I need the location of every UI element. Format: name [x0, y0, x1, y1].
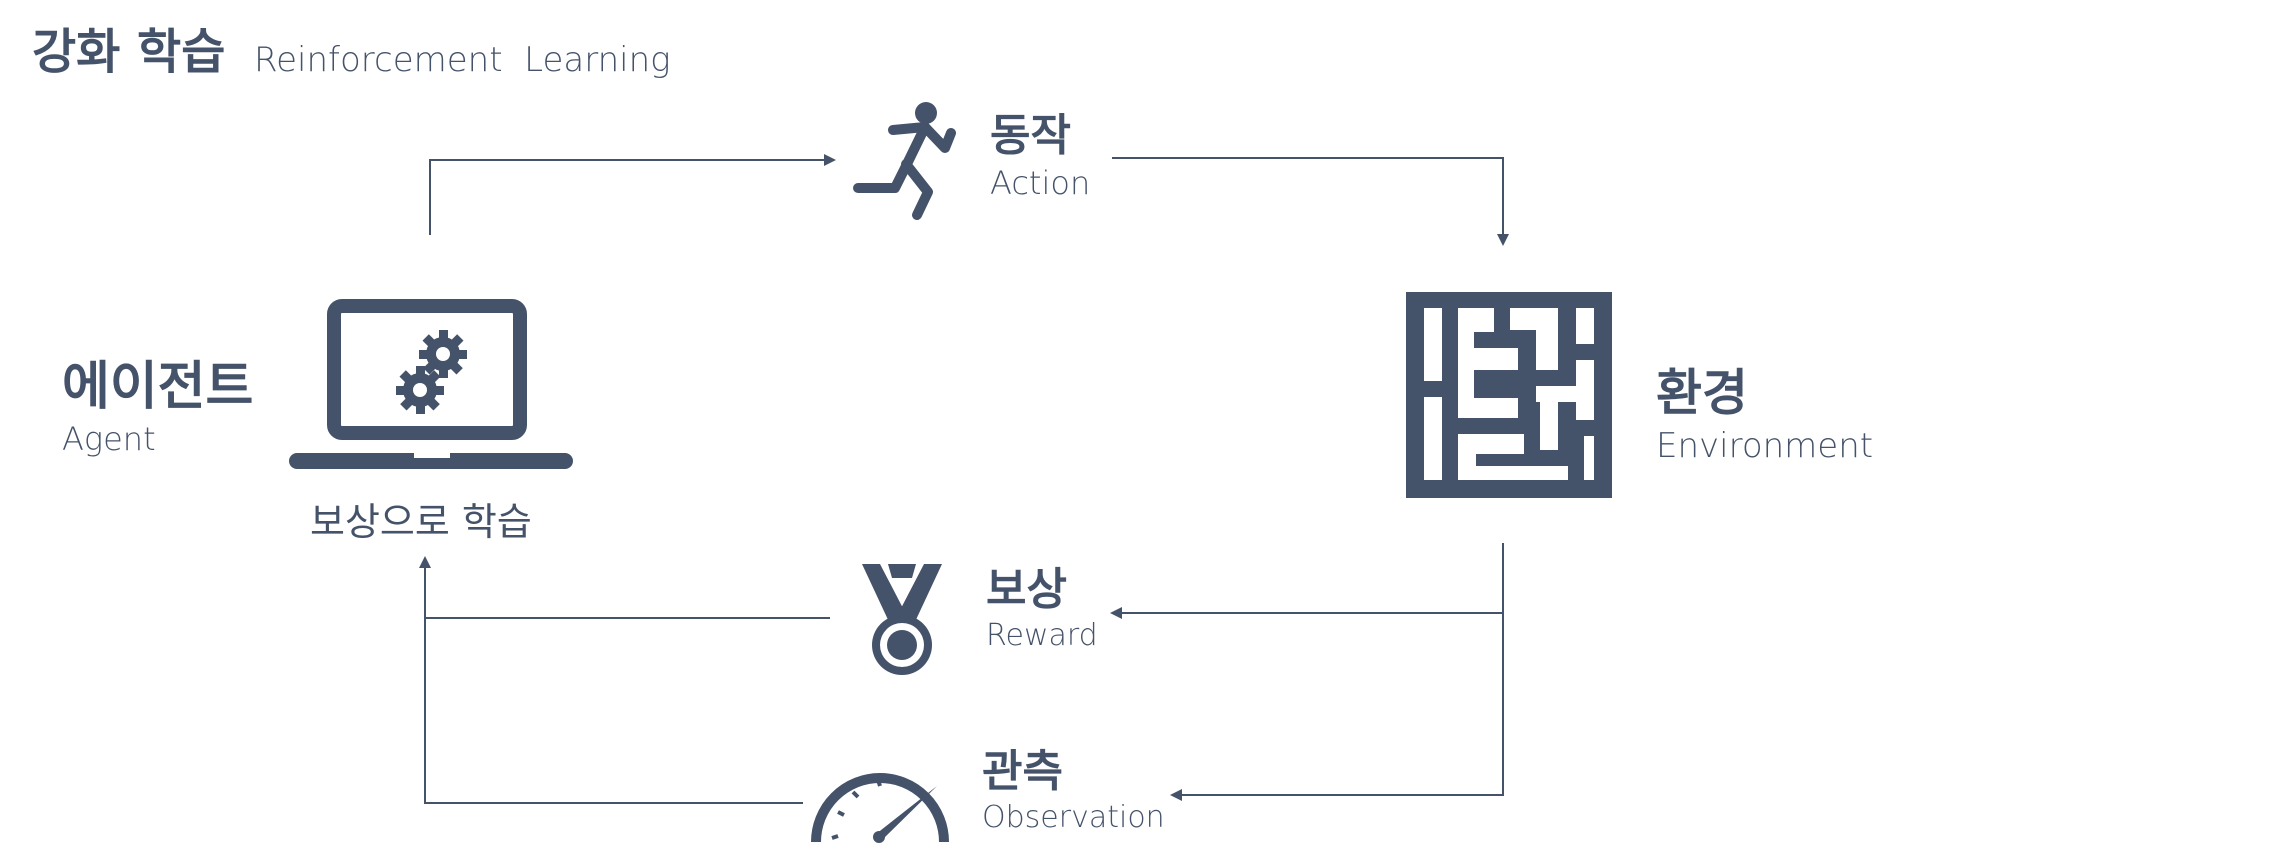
- title-english: Reinforcement Learning: [254, 40, 671, 80]
- title-korean: 강화 학습: [32, 24, 226, 80]
- observation-label-korean: 관측: [982, 746, 1063, 797]
- arrowhead-environment: [1497, 234, 1509, 246]
- agent-label-english: Agent: [62, 420, 156, 458]
- arrow-observation-to-agent: [424, 618, 803, 804]
- action-label-korean: 동작: [990, 110, 1071, 161]
- environment-label-korean: 환경: [1656, 364, 1748, 422]
- arrowhead-observation: [1170, 789, 1182, 801]
- arrow-action-to-environment: [1112, 157, 1504, 236]
- agent-label-korean: 에이전트: [62, 357, 254, 417]
- arrow-agent-to-action: [429, 159, 826, 235]
- running-person-icon: [853, 102, 956, 220]
- speedometer-icon: [811, 773, 949, 843]
- arrow-environment-to-reward: [1118, 543, 1504, 614]
- arrow-environment-to-observation: [1180, 613, 1504, 796]
- arrow-reward-to-agent: [424, 566, 830, 619]
- agent-caption: 보상으로 학습: [310, 500, 532, 544]
- maze-icon: [1406, 292, 1612, 498]
- laptop-gears-icon: [289, 299, 573, 469]
- arrowhead-reward: [1110, 607, 1122, 619]
- environment-label-english: Environment: [1656, 426, 1874, 466]
- medal-icon: [862, 564, 942, 675]
- arrowhead-action: [824, 154, 836, 166]
- reward-label-english: Reward: [986, 618, 1098, 653]
- observation-label-english: Observation: [982, 800, 1165, 835]
- action-label-english: Action: [990, 164, 1091, 202]
- reward-label-korean: 보상: [986, 564, 1067, 615]
- arrowhead-agent: [419, 556, 431, 568]
